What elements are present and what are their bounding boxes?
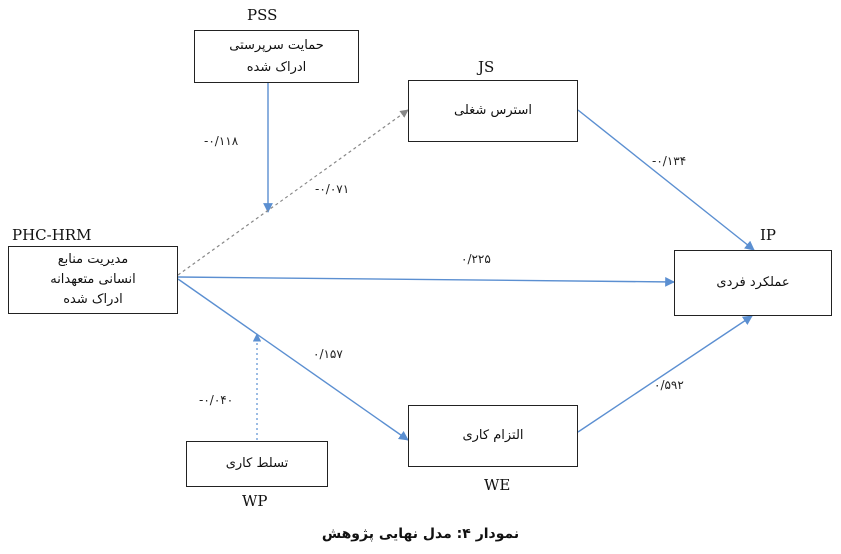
js-label: استرس شغلی xyxy=(454,103,532,118)
arrow-we-ip xyxy=(577,315,753,433)
coef-js-ip: -۰/۱۳۴ xyxy=(652,154,687,168)
phc-label-line-2: انسانی متعهدانه xyxy=(50,272,136,287)
arrow-phc-ip xyxy=(177,276,675,287)
js-code: JS xyxy=(478,58,495,76)
phc-box: مدیریت منابع انسانی متعهدانه ادراک شده xyxy=(8,246,178,314)
pss-label-line-1: حمایت سرپرستی xyxy=(229,37,324,53)
coef-we-ip: ۰/۵۹۲ xyxy=(654,378,684,392)
pss-code: PSS xyxy=(247,6,278,24)
ip-box: عملکرد فردی xyxy=(674,250,832,316)
we-label: التزام کاری xyxy=(462,428,524,443)
arrow-phc-js xyxy=(177,109,409,276)
pss-label-line-2: ادراک شده xyxy=(246,59,307,75)
coef-phc-js: -۰/۰۷۱ xyxy=(315,182,350,196)
we-code: WE xyxy=(484,476,511,494)
ip-code: IP xyxy=(760,226,777,244)
wp-label: تسلط کاری xyxy=(225,456,289,471)
coef-pss-moderation: -۰/۱۱۸ xyxy=(204,134,239,148)
coef-phc-we: ۰/۱۵۷ xyxy=(313,347,343,361)
phc-code: PHC-HRM xyxy=(12,226,92,244)
arrow-js-ip xyxy=(577,109,755,251)
phc-label-line-3: ادراک شده xyxy=(63,292,123,307)
we-box: التزام کاری xyxy=(408,405,578,467)
diagram-caption: نمودار ۴: مدل نهایی پژوهش xyxy=(321,526,520,542)
pss-box: حمایت سرپرستی ادراک شده xyxy=(194,30,359,83)
wp-box: تسلط کاری xyxy=(186,441,328,487)
ip-label: عملکرد فردی xyxy=(716,275,790,290)
js-box: استرس شغلی xyxy=(408,80,578,142)
arrow-phc-we xyxy=(177,278,409,441)
coef-phc-ip: ۰/۲۲۵ xyxy=(461,252,491,266)
wp-code: WP xyxy=(242,492,268,510)
coef-wp-moderation: -۰/۰۴۰ xyxy=(199,393,234,407)
phc-label-line-1: مدیریت منابع xyxy=(57,252,129,267)
